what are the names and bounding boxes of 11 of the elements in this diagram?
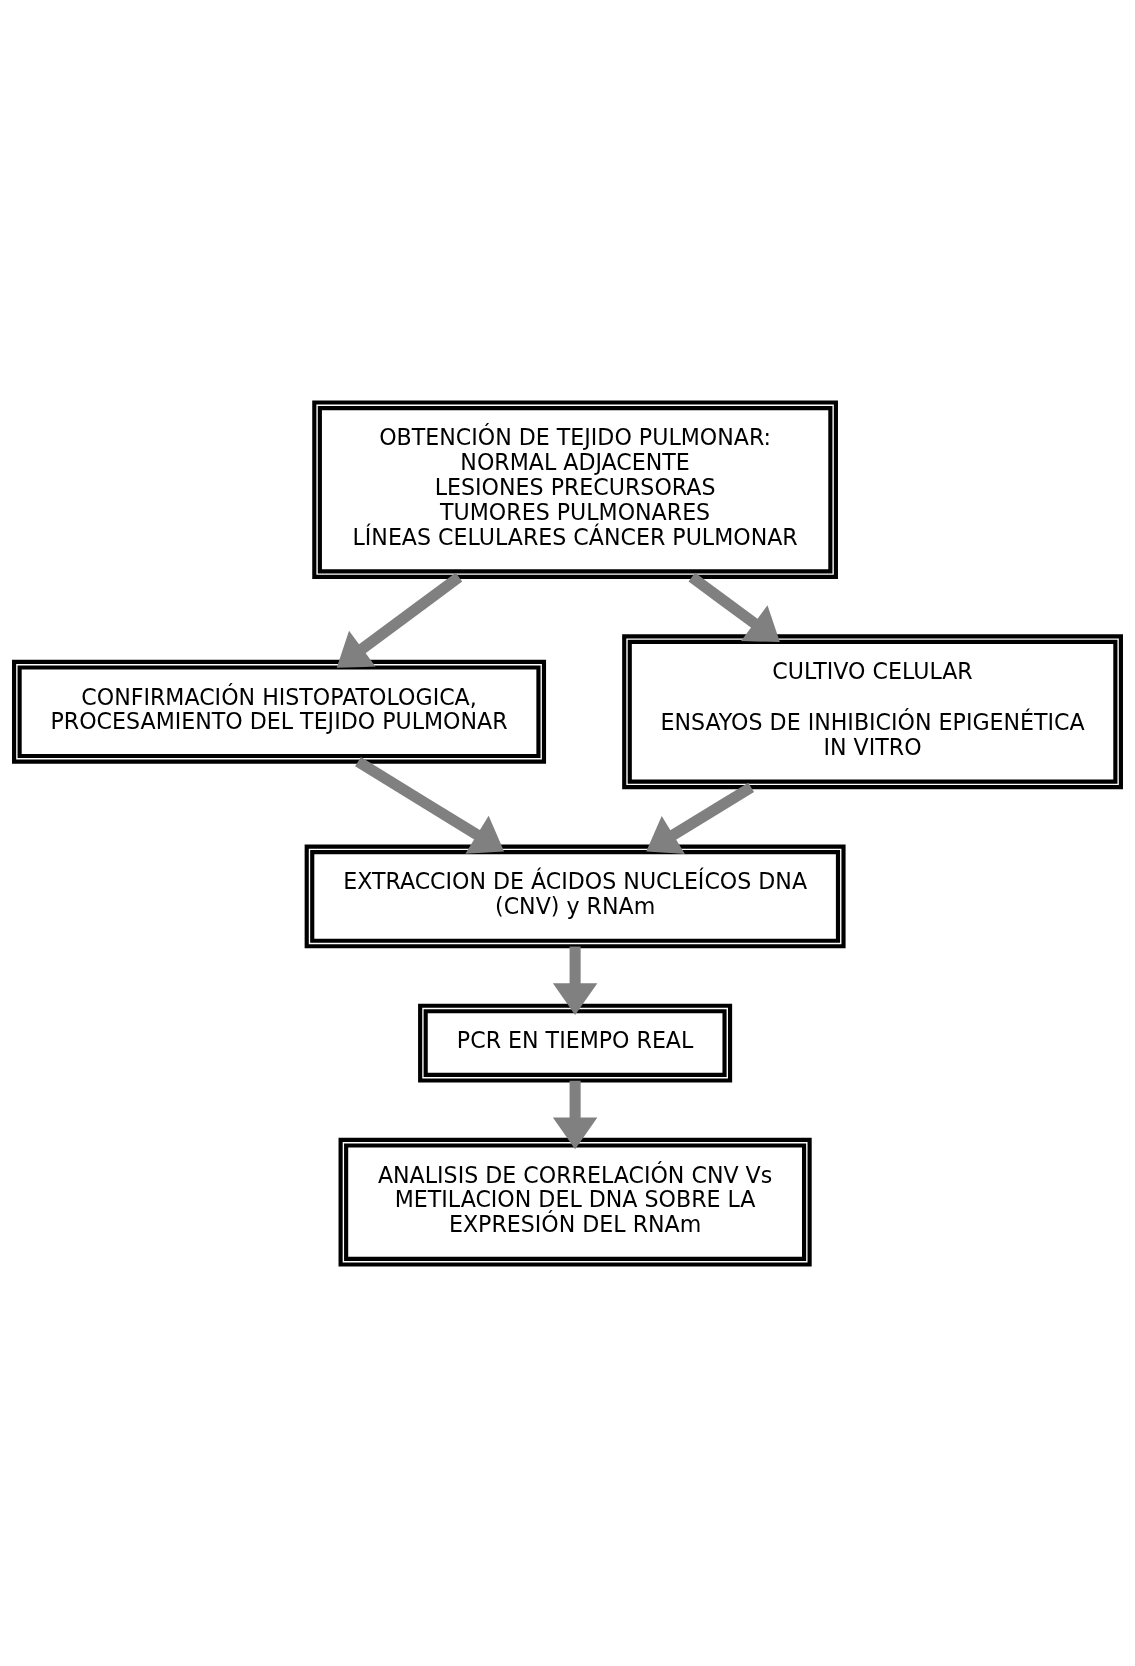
node-box: ANALISIS DE CORRELACIÓN CNV Vs METILACION DEL DNA SOBRE LA EXPRESIÓN DEL RNAm bbox=[338, 1137, 812, 1267]
node-box: PCR EN TIEMPO REAL bbox=[418, 1003, 733, 1083]
arrow bbox=[552, 1080, 598, 1149]
arrow bbox=[336, 572, 463, 668]
arrow bbox=[688, 572, 780, 642]
node-box: CONFIRMACIÓN HISTOPATOLOGICA, PROCESAMIENTO DEL TEJIDO PULMONAR bbox=[12, 659, 547, 764]
arrow bbox=[552, 946, 598, 1015]
node-box: OBTENCIÓN DE TEJIDO PULMONAR: NORMAL ADJACENTE LESIONES PRECURSORAS TUMORES PULMONARES LÍNEAS CELULARES CÁNCER PULMONAR bbox=[312, 399, 838, 579]
node-box: CULTIVO CELULAR ENSAYOS DE INHIBICIÓN EPIGENÉTICA IN VITRO bbox=[622, 633, 1123, 789]
arrow bbox=[355, 756, 505, 854]
node-box: EXTRACCION DE ÁCIDOS NUCLEÍCOS DNA (CNV) y RNAm bbox=[304, 844, 846, 948]
